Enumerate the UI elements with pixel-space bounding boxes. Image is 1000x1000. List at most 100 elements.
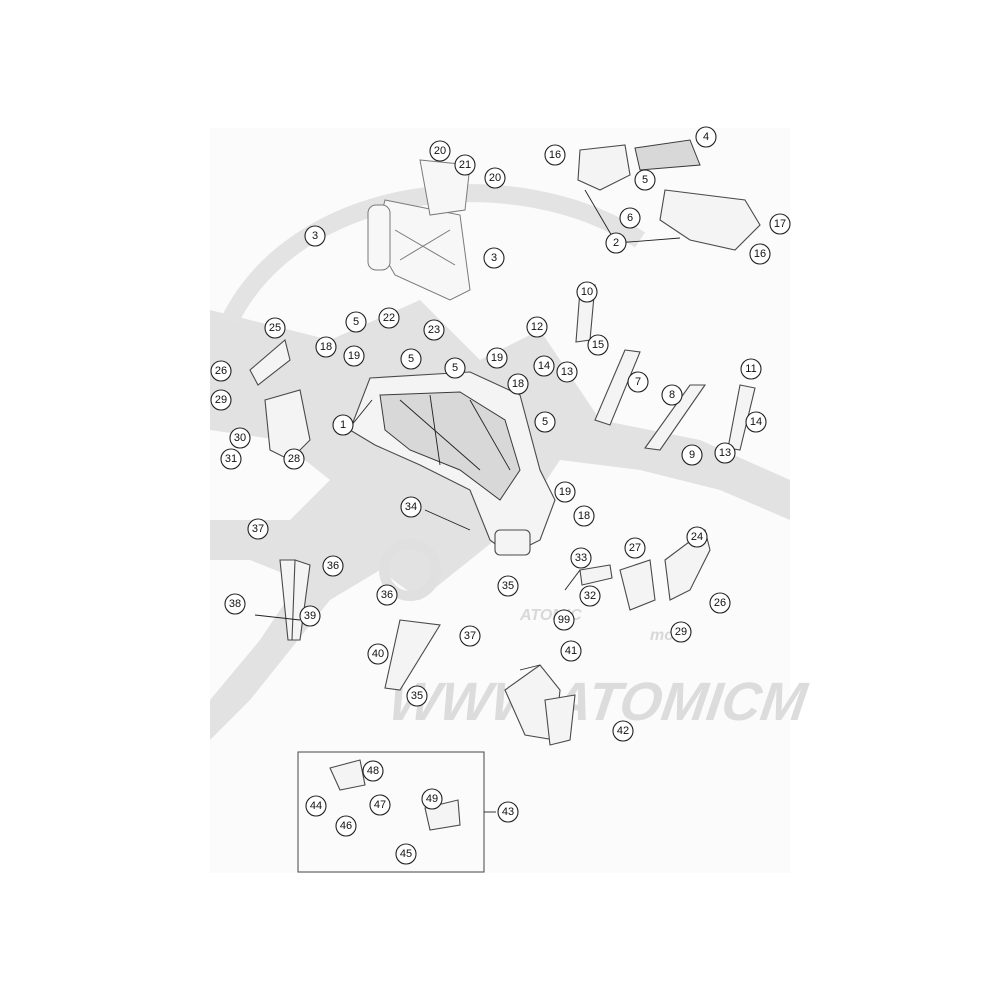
callout-31: 31 [220, 448, 242, 470]
svg-text:37: 37 [464, 630, 476, 642]
callout-24: 24 [686, 526, 708, 548]
callout-28: 28 [283, 448, 305, 470]
headlight-bracket [577, 139, 761, 251]
svg-text:13: 13 [561, 366, 573, 378]
callout-17: 17 [769, 213, 791, 235]
callout-19: 19 [554, 481, 576, 503]
callout-20: 20 [484, 167, 506, 189]
svg-text:41: 41 [565, 645, 577, 657]
svg-text:14: 14 [750, 416, 762, 428]
callout-14: 14 [745, 411, 767, 433]
callout-10: 10 [576, 281, 598, 303]
svg-text:8: 8 [669, 389, 675, 401]
svg-text:22: 22 [383, 312, 395, 324]
rear-subframe-ghost [367, 159, 471, 301]
svg-text:17: 17 [774, 218, 786, 230]
callout-5: 5 [400, 348, 422, 370]
callout-19: 19 [486, 347, 508, 369]
svg-text:34: 34 [405, 501, 417, 513]
callout-39: 39 [299, 605, 321, 627]
svg-text:18: 18 [320, 341, 332, 353]
callout-45: 45 [395, 843, 417, 865]
callout-13: 13 [714, 442, 736, 464]
passenger-brackets [254, 509, 471, 691]
main-frame [349, 371, 556, 556]
svg-text:48: 48 [367, 765, 379, 777]
callout-19: 19 [343, 345, 365, 367]
callout-20: 20 [429, 140, 451, 162]
svg-text:39: 39 [304, 610, 316, 622]
svg-text:15: 15 [592, 339, 604, 351]
svg-text:30: 30 [234, 432, 246, 444]
callout-37: 37 [247, 518, 269, 540]
callout-37: 37 [459, 625, 481, 647]
callout-36: 36 [322, 555, 344, 577]
svg-text:36: 36 [381, 589, 393, 601]
callout-11: 11 [740, 358, 762, 380]
svg-text:27: 27 [629, 542, 641, 554]
svg-text:18: 18 [578, 510, 590, 522]
svg-text:5: 5 [542, 416, 548, 428]
svg-text:5: 5 [353, 316, 359, 328]
svg-text:47: 47 [374, 799, 386, 811]
rear-brake-assembly [249, 339, 711, 611]
callout-25: 25 [264, 317, 286, 339]
callout-22: 22 [378, 307, 400, 329]
callout-42: 42 [612, 720, 634, 742]
callout-3: 3 [304, 225, 326, 247]
callout-29: 29 [670, 621, 692, 643]
svg-text:26: 26 [215, 365, 227, 377]
callout-15: 15 [587, 334, 609, 356]
svg-text:99: 99 [558, 614, 570, 626]
callout-5: 5 [444, 357, 466, 379]
svg-text:37: 37 [252, 523, 264, 535]
svg-text:35: 35 [411, 690, 423, 702]
callout-14: 14 [533, 355, 555, 377]
svg-text:25: 25 [269, 322, 281, 334]
svg-text:33: 33 [575, 552, 587, 564]
svg-text:46: 46 [340, 820, 352, 832]
callout-47: 47 [369, 794, 391, 816]
heat-shield [504, 664, 576, 746]
svg-text:5: 5 [642, 174, 648, 186]
callout-26: 26 [210, 360, 232, 382]
callout-33: 33 [570, 547, 592, 569]
watermark-site: WWW.ATOMICM [385, 672, 812, 732]
callout-1: 1 [332, 414, 354, 436]
callout-41: 41 [560, 640, 582, 662]
callout-27: 27 [624, 537, 646, 559]
svg-text:23: 23 [428, 324, 440, 336]
callout-5: 5 [534, 411, 556, 433]
callout-29: 29 [210, 389, 232, 411]
svg-text:31: 31 [225, 453, 237, 465]
callout-35: 35 [406, 685, 428, 707]
svg-text:3: 3 [312, 230, 318, 242]
svg-text:42: 42 [617, 725, 629, 737]
svg-text:11: 11 [745, 363, 756, 375]
svg-text:28: 28 [288, 453, 300, 465]
callout-46: 46 [335, 815, 357, 837]
svg-text:4: 4 [703, 131, 709, 143]
svg-text:5: 5 [452, 362, 458, 374]
svg-text:40: 40 [372, 648, 384, 660]
svg-text:38: 38 [229, 598, 241, 610]
callout-99: 99 [553, 609, 575, 631]
callout-35: 35 [497, 575, 519, 597]
callout-3: 3 [483, 247, 505, 269]
callout-21: 21 [454, 154, 476, 176]
callout-16: 16 [544, 144, 566, 166]
svg-text:16: 16 [754, 248, 766, 260]
callout-18: 18 [573, 505, 595, 527]
svg-text:19: 19 [559, 486, 571, 498]
callout-5: 5 [345, 311, 367, 333]
svg-text:21: 21 [459, 159, 471, 171]
callout-32: 32 [579, 585, 601, 607]
svg-text:5: 5 [408, 353, 414, 365]
callout-36: 36 [376, 584, 398, 606]
callout-44: 44 [305, 795, 327, 817]
callout-30: 30 [229, 427, 251, 449]
svg-text:7: 7 [635, 376, 641, 388]
svg-text:29: 29 [215, 394, 227, 406]
svg-text:19: 19 [491, 352, 503, 364]
